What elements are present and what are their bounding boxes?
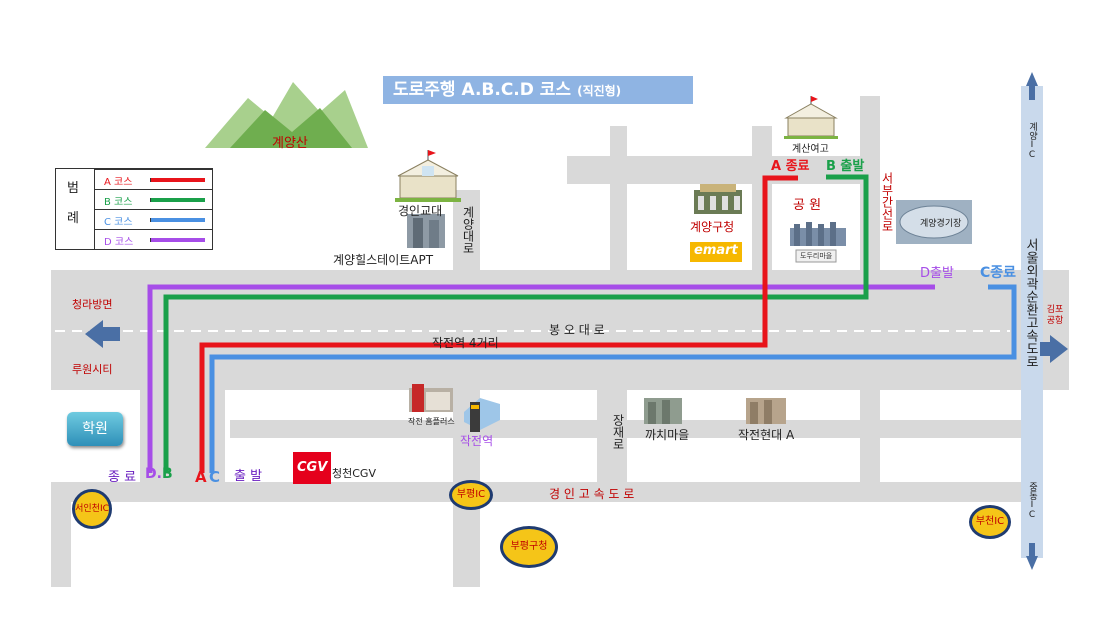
label-stadium: 계양경기장 <box>920 219 962 229</box>
mountain-icon <box>205 82 368 148</box>
station-icon <box>464 398 500 432</box>
legend-item-label: D 코스 <box>104 237 134 248</box>
arrow-left-icon <box>85 320 120 348</box>
label-mountain: 계양산 <box>272 136 308 151</box>
label-jungdong-ic: 중동IC <box>1027 482 1037 520</box>
seoincheon-ic-badge: 서인천IC <box>72 489 112 529</box>
apt-building-icon <box>407 214 445 248</box>
label-jakjeon-intersection: 작전역 4거리 <box>432 336 499 350</box>
ring-arrow-down-shaft <box>1029 543 1035 557</box>
course-d-line <box>147 284 935 473</box>
road-north-2 <box>752 126 772 270</box>
label-kyungin-highway: 경 인 고 속 도 로 <box>549 487 635 501</box>
label-ring-highway: 서울외곽순환고속도로 <box>1023 238 1038 368</box>
label-hyundai: 작전현대 A <box>738 428 795 442</box>
marker-b-letter: B <box>162 466 173 482</box>
marker-end-label: 종 료 <box>108 470 137 485</box>
legend-swatch <box>150 238 205 242</box>
marker-c-end: C종료 <box>980 265 1017 281</box>
marker-c-letter: C <box>209 468 221 486</box>
course-c-line <box>209 284 1017 473</box>
legend-header-2: 례 <box>67 211 79 226</box>
label-seobu-road: 서부간선로 <box>880 172 894 232</box>
legend-header: 범 례 <box>56 169 95 249</box>
label-gimpo: 김포공항 <box>1046 305 1064 326</box>
label-kkachi: 까치마을 <box>645 428 690 442</box>
label-park-sign: 도두리마을 <box>800 252 833 260</box>
road-gyeyang-north <box>453 190 480 270</box>
legend-item-label: C 코스 <box>104 217 133 228</box>
marker-d-start: D출발 <box>920 266 954 281</box>
legend-item-d: D 코스 <box>94 229 212 249</box>
course-a-line <box>199 175 798 473</box>
road-left-vertical <box>51 482 71 587</box>
legend-item-a: A 코스 <box>94 169 212 189</box>
park-buildings-icon <box>790 222 846 263</box>
label-gyeyang-ic: 계양IC <box>1027 122 1037 160</box>
school-icon <box>395 150 461 202</box>
label-emart: emart <box>694 243 738 258</box>
legend-swatch <box>150 178 205 182</box>
legend-header-1: 범 <box>67 181 79 196</box>
marker-a-end: A 종료 <box>771 159 810 174</box>
legend-item-label: A 코스 <box>104 177 133 188</box>
marker-a-letter: A <box>195 468 207 486</box>
map-title-main: 도로주행 A.B.C.D 코스 <box>393 80 572 100</box>
legend-swatch <box>150 218 205 222</box>
label-gyeyang-road: 계양대로 <box>461 206 475 254</box>
label-girls-school: 계산여고 <box>792 144 829 155</box>
label-gu-office: 계양구청 <box>690 220 735 234</box>
label-cheongna: 청라방면 <box>72 298 113 311</box>
label-jangjae-road: 장재로 <box>611 414 625 450</box>
marker-b-start: B 출발 <box>826 159 865 174</box>
hakwon-button[interactable]: 학원 <box>67 412 123 446</box>
road-right-vertical <box>860 390 880 490</box>
road-jangjae-vertical <box>597 390 627 490</box>
legend-swatch <box>150 198 205 202</box>
bupyeong-gu-badge: 부평구청 <box>500 526 558 568</box>
homeplus-icon <box>409 384 453 412</box>
label-cgv: 청천CGV <box>332 467 376 480</box>
label-homeplus: 작전 홈플러스 <box>408 417 455 426</box>
legend: 범 례 A 코스 B 코스 C 코스 D 코스 <box>55 168 213 250</box>
ring-highway <box>1021 86 1043 558</box>
marker-d-letter: D. <box>145 466 162 482</box>
road-north-1 <box>610 126 627 270</box>
cgv-logo-text: CGV <box>297 460 328 475</box>
girls-school-icon <box>784 96 838 139</box>
cgv-logo-icon <box>293 452 331 484</box>
road-kyungin-highway <box>51 482 1029 502</box>
road-mid <box>230 420 1030 438</box>
ring-arrow-up-shaft <box>1029 86 1035 100</box>
marker-start-label: 출 발 <box>234 469 263 484</box>
label-ruwon: 루원시티 <box>72 363 113 376</box>
kkachi-building-icon <box>644 398 682 424</box>
road-bongo-main <box>51 270 1069 390</box>
course-b-line <box>163 174 869 473</box>
hyundai-building-icon <box>746 398 786 424</box>
legend-item-c: C 코스 <box>94 209 212 229</box>
label-park: 공 원 <box>793 198 822 213</box>
legend-item-b: B 코스 <box>94 189 212 209</box>
arrow-right-icon <box>1040 335 1068 363</box>
ring-arrow-up-icon <box>1026 72 1038 86</box>
label-bongo-road: 봉 오 대 로 <box>549 323 605 337</box>
label-kyungin-univ: 경인교대 <box>398 204 443 218</box>
gu-office-icon <box>694 184 742 214</box>
stadium-icon <box>896 200 972 244</box>
label-jakjeon-station: 작전역 <box>460 434 494 448</box>
bucheon-ic-badge: 부천IC <box>969 505 1011 539</box>
road-north-3 <box>860 96 880 270</box>
map-title-sub: (직진형) <box>577 84 622 98</box>
legend-item-label: B 코스 <box>104 197 133 208</box>
label-apt: 계양힐스테이트APT <box>333 253 434 267</box>
bupyeong-ic-badge: 부평IC <box>449 480 493 510</box>
ring-arrow-down-icon <box>1026 556 1038 570</box>
emart-logo-icon <box>690 242 742 262</box>
map-title: 도로주행 A.B.C.D 코스 (직진형) <box>383 76 693 104</box>
